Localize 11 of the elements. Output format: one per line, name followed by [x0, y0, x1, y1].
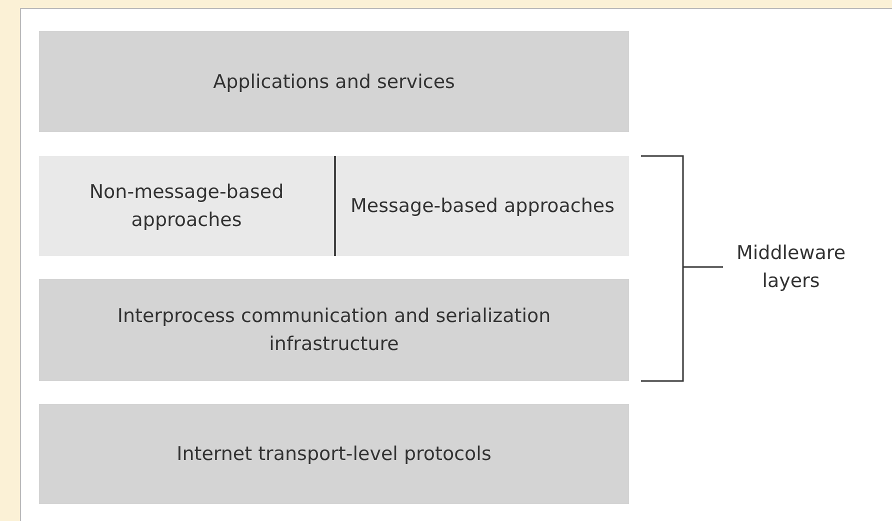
layer-box [39, 279, 629, 381]
layer-box [39, 156, 334, 256]
layer-label: Message-based approaches [350, 194, 615, 219]
layer-label: Internet transport-level protocols [176, 442, 492, 467]
layer-box [334, 156, 629, 256]
layer-label: Applications and services [213, 70, 455, 94]
layer-box [39, 404, 629, 504]
layer-label: Non-message-based approaches [88, 180, 285, 233]
layer-box [39, 31, 629, 132]
layer-label: Interprocess communication and serialization infrastructure [116, 304, 552, 357]
bracket-label: Middleware layers [735, 241, 847, 294]
